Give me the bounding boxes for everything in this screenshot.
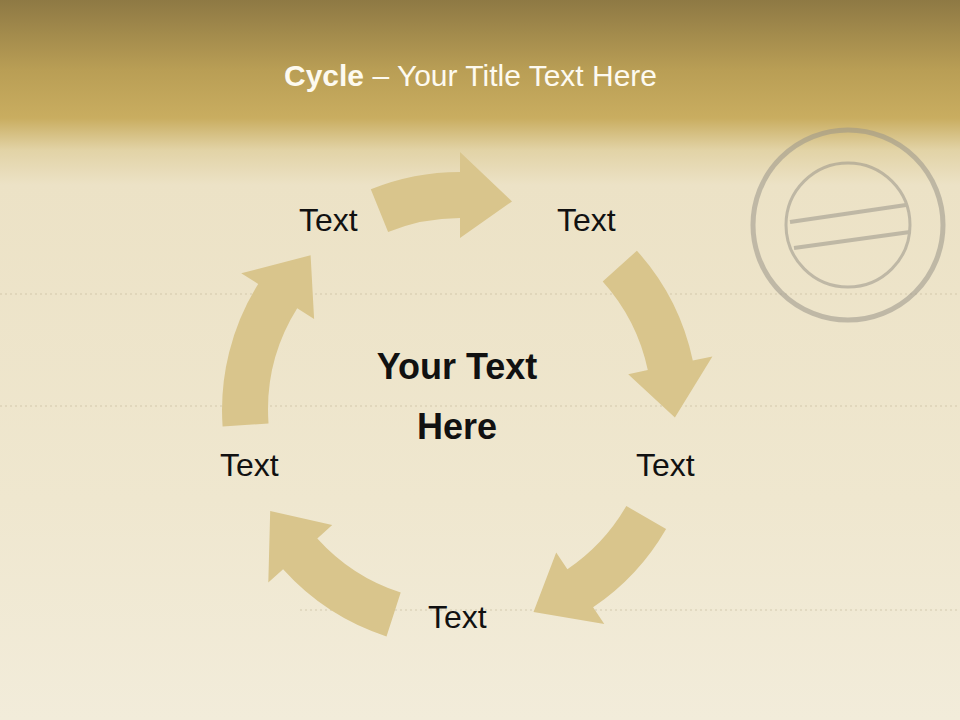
- title-rest: – Your Title Text Here: [364, 59, 657, 92]
- postmark-stamp: [753, 130, 943, 320]
- cycle-arrow: [371, 152, 512, 238]
- title-bold-part: Cycle: [284, 59, 364, 92]
- cycle-arrow: [268, 511, 400, 637]
- ruled-lines: [0, 294, 960, 610]
- step-label: Text: [428, 599, 487, 636]
- cycle-arrow: [222, 255, 314, 426]
- slide-title: Cycle – Your Title Text Here: [284, 58, 657, 94]
- step-label: Text: [220, 447, 279, 484]
- center-label: Your Text Here: [352, 337, 562, 457]
- step-label: Text: [299, 202, 358, 239]
- cycle-arrow: [534, 506, 667, 624]
- cycle-arrow: [603, 251, 713, 418]
- step-label: Text: [557, 202, 616, 239]
- step-label: Text: [636, 447, 695, 484]
